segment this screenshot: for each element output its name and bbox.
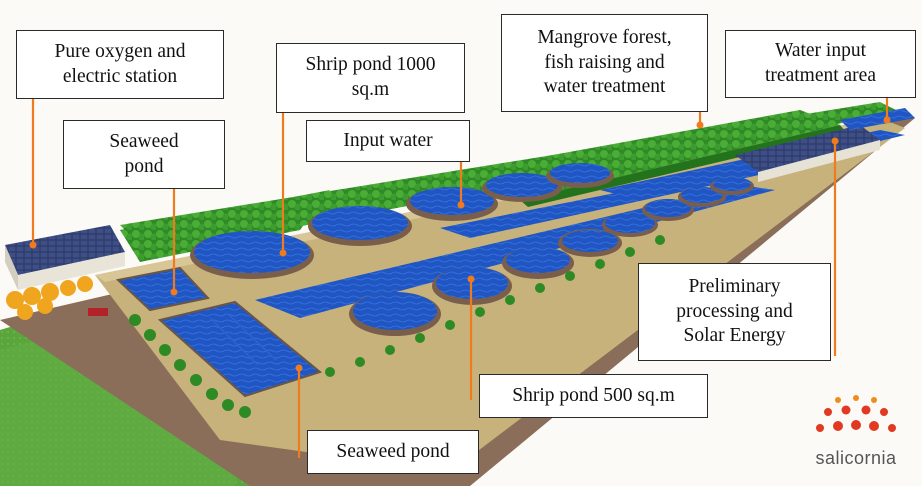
label-seaweed-lower-text: Seaweed pond	[336, 440, 450, 462]
left-tree-cluster	[120, 190, 330, 262]
label-seaweed-upper-text: Seaweed pond	[109, 130, 179, 177]
label-mangrove-text: Mangrove forest, fish raising and water …	[537, 26, 672, 98]
oxygen-electric-station	[5, 225, 125, 290]
label-mangrove: Mangrove forest, fish raising and water …	[501, 14, 708, 112]
truck	[88, 308, 108, 316]
label-preliminary-text: Preliminary processing and Solar Energy	[676, 275, 793, 347]
flowering-trees	[6, 276, 93, 320]
brand-wordmark: salicornia	[815, 448, 897, 468]
leader-dots	[29, 116, 891, 372]
label-pond-500-text: Shrip pond 500 sq.m	[512, 384, 675, 406]
processing-solar-building	[735, 108, 915, 182]
seaweed-pond-upper	[115, 266, 210, 312]
palm-tree-rows	[129, 235, 665, 418]
label-input-water: Input water	[306, 120, 470, 162]
label-pond-500: Shrip pond 500 sq.m	[479, 374, 708, 418]
label-pond-1000-text: Shrip pond 1000 sq.m	[305, 54, 436, 100]
label-water-input-text: Water input treatment area	[765, 40, 876, 86]
salicornia-logo-icon	[816, 395, 896, 432]
label-water-input: Water input treatment area	[725, 30, 916, 98]
label-oxygen-station: Pure oxygen and electric station	[16, 30, 224, 99]
label-seaweed-upper: Seaweed pond	[63, 120, 225, 189]
seaweed-pond-lower	[157, 300, 323, 398]
label-input-water-text: Input water	[343, 129, 433, 151]
leader-lines	[31, 98, 889, 458]
label-pond-1000: Shrip pond 1000 sq.m	[276, 43, 465, 113]
label-preliminary: Preliminary processing and Solar Energy	[638, 263, 831, 361]
label-oxygen-station-text: Pure oxygen and electric station	[54, 40, 186, 87]
pond-500-row	[349, 177, 754, 336]
label-seaweed-lower: Seaweed pond	[307, 430, 479, 474]
